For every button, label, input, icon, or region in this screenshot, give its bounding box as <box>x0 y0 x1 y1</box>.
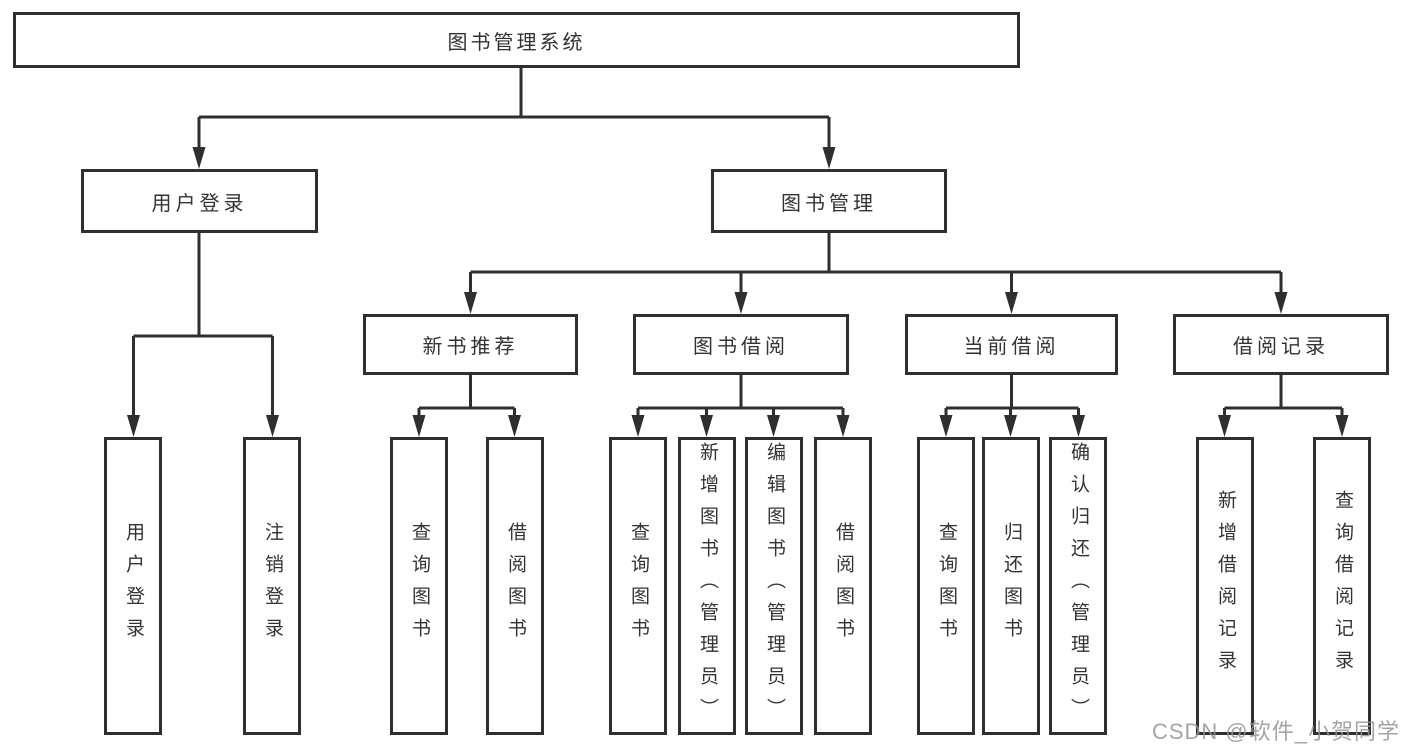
leaf-confirm-return-admin: 确认归还（管理员） <box>1049 437 1107 735</box>
node-new-book-recommendation: 新书推荐 <box>363 314 578 375</box>
csdn-watermark: CSDN @软件_小贺同学 <box>1151 719 1400 744</box>
leaf-query-books-current: 查询图书 <box>917 437 975 735</box>
node-book-management: 图书管理 <box>711 169 947 233</box>
node-user-login: 用户登录 <box>81 169 318 233</box>
node-library-system: 图书管理系统 <box>13 12 1020 68</box>
leaf-query-books-borrowing: 查询图书 <box>609 437 667 735</box>
leaf-borrow-books-recommend: 借阅图书 <box>486 437 544 735</box>
leaf-add-book-admin: 新增图书（管理员） <box>678 437 736 735</box>
leaf-add-borrow-record: 新增借阅记录 <box>1196 437 1254 735</box>
leaf-return-books: 归还图书 <box>982 437 1040 735</box>
node-borrowing-records: 借阅记录 <box>1173 314 1389 375</box>
leaf-query-borrow-record: 查询借阅记录 <box>1313 437 1371 735</box>
leaf-logout: 注销登录 <box>243 437 301 735</box>
leaf-edit-book-admin: 编辑图书（管理员） <box>745 437 803 735</box>
leaf-query-books-recommend: 查询图书 <box>390 437 448 735</box>
node-book-borrowing: 图书借阅 <box>633 314 849 375</box>
leaf-borrow-books: 借阅图书 <box>814 437 872 735</box>
node-current-borrowing: 当前借阅 <box>905 314 1118 375</box>
leaf-user-login: 用户登录 <box>104 437 162 735</box>
